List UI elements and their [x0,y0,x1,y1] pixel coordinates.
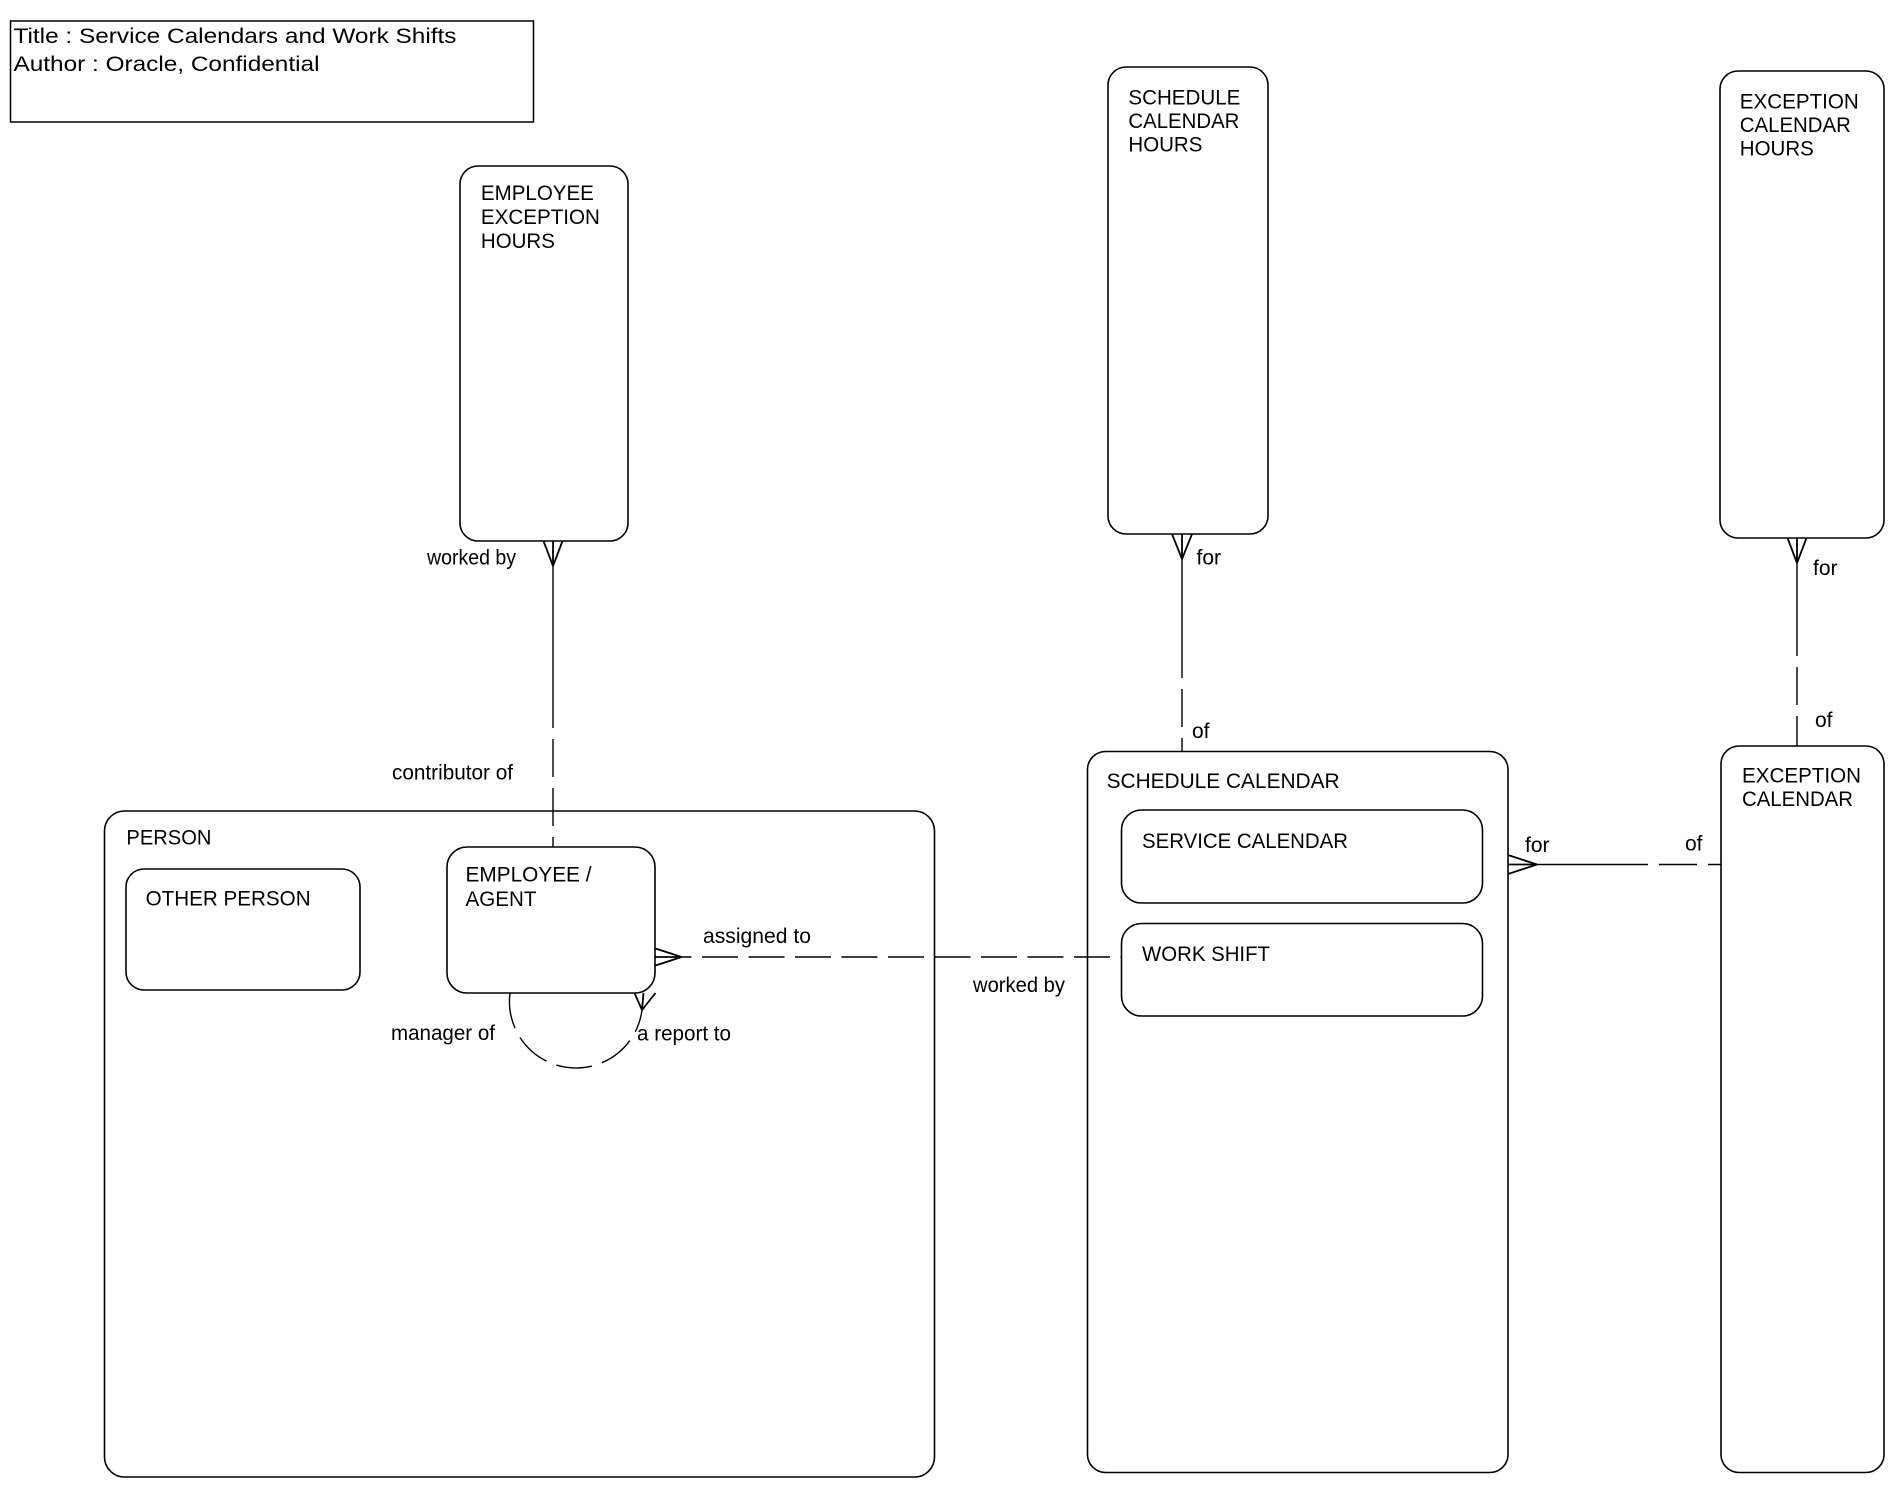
svg-text:Author : Oracle, Confidential: Author : Oracle, Confidential [14,53,320,76]
svg-text:SCHEDULE CALENDAR: SCHEDULE CALENDAR [1107,770,1340,793]
svg-text:EXCEPTION: EXCEPTION [1742,765,1861,788]
svg-text:EXCEPTION: EXCEPTION [481,206,600,229]
svg-text:for: for [1813,557,1838,580]
svg-text:EMPLOYEE: EMPLOYEE [481,182,594,205]
svg-text:a report to: a report to [637,1023,731,1046]
svg-text:Title : Service Calendars and: Title : Service Calendars and Work Shift… [14,25,457,48]
svg-text:of: of [1815,709,1833,732]
svg-text:HOURS: HOURS [481,230,555,253]
svg-text:contributor of: contributor of [392,762,513,785]
svg-text:SERVICE CALENDAR: SERVICE CALENDAR [1142,830,1348,853]
svg-text:PERSON: PERSON [126,827,211,850]
svg-text:HOURS: HOURS [1740,138,1814,161]
svg-text:worked by: worked by [426,547,516,570]
svg-text:OTHER PERSON: OTHER PERSON [146,888,311,911]
svg-text:for: for [1525,834,1550,857]
svg-text:EMPLOYEE /: EMPLOYEE / [466,864,592,887]
svg-text:CALENDAR: CALENDAR [1128,110,1239,133]
svg-text:assigned to: assigned to [703,925,811,948]
svg-text:CALENDAR: CALENDAR [1740,114,1851,137]
svg-text:WORK SHIFT: WORK SHIFT [1142,943,1270,966]
svg-text:AGENT: AGENT [466,888,537,911]
svg-text:SCHEDULE: SCHEDULE [1128,86,1240,109]
svg-text:for: for [1197,547,1222,570]
svg-text:worked by: worked by [972,974,1065,997]
svg-text:of: of [1192,720,1210,743]
svg-text:of: of [1685,833,1703,856]
svg-text:HOURS: HOURS [1128,133,1202,156]
svg-text:manager of: manager of [391,1022,495,1045]
svg-text:EXCEPTION: EXCEPTION [1740,91,1859,114]
svg-text:CALENDAR: CALENDAR [1742,788,1853,811]
